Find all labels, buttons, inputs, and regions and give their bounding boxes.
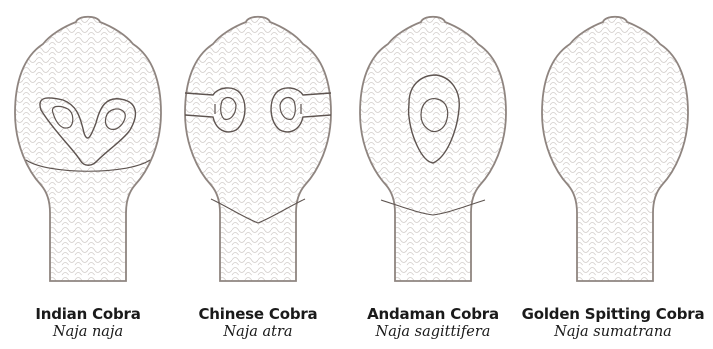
hood-andaman-cobra (353, 5, 513, 295)
label-indian-cobra: Indian Cobra Naja naja (3, 305, 173, 341)
common-name: Chinese Cobra (173, 305, 343, 323)
common-name: Indian Cobra (3, 305, 173, 323)
scientific-name: Naja sagittifera (348, 323, 518, 341)
scientific-name: Naja atra (173, 323, 343, 341)
hood-indian-cobra (8, 5, 168, 295)
scientific-name: Naja sumatrana (518, 323, 708, 341)
label-chinese-cobra: Chinese Cobra Naja atra (173, 305, 343, 341)
hood-golden-spitting-cobra (535, 5, 695, 295)
common-name: Andaman Cobra (348, 305, 518, 323)
common-name: Golden Spitting Cobra (518, 305, 708, 323)
scientific-name: Naja naja (3, 323, 173, 341)
label-golden-spitting-cobra: Golden Spitting Cobra Naja sumatrana (518, 305, 708, 341)
label-andaman-cobra: Andaman Cobra Naja sagittifera (348, 305, 518, 341)
hood-chinese-cobra (178, 5, 338, 295)
